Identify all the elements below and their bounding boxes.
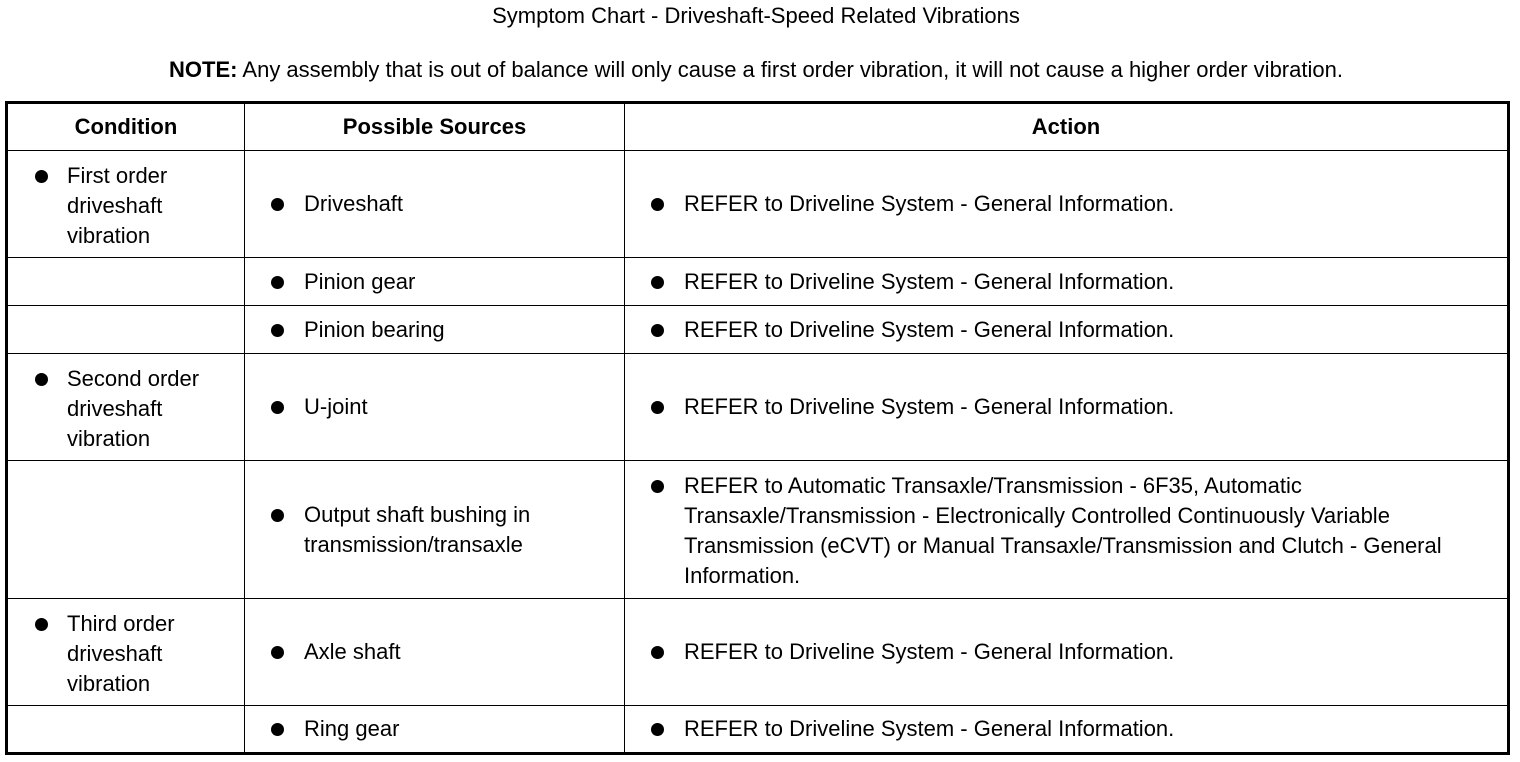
column-header-possible-sources: Possible Sources: [244, 102, 625, 151]
action-cell: REFER to Automatic Transaxle/Transmissio…: [624, 460, 1509, 599]
bullet-icon: [35, 373, 48, 386]
condition-cell: [6, 460, 245, 599]
bullet-icon: [35, 170, 48, 183]
action-cell: REFER to Driveline System - General Info…: [624, 353, 1509, 461]
table-row: Second order driveshaft vibration U-join…: [6, 353, 1509, 461]
source-cell: Driveshaft: [244, 150, 625, 258]
condition-cell: First order driveshaft vibration: [6, 150, 245, 258]
action-text: REFER to Automatic Transaxle/Transmissio…: [684, 473, 1442, 588]
source-cell: U-joint: [244, 353, 625, 461]
source-text: Pinion bearing: [304, 316, 445, 342]
table-row: Ring gear REFER to Driveline System - Ge…: [6, 705, 1509, 754]
source-cell: Pinion gear: [244, 257, 625, 306]
table-row: Output shaft bushing in transmission/tra…: [6, 460, 1509, 599]
table-row: Third order driveshaft vibration Axle sh…: [6, 598, 1509, 706]
bullet-icon: [651, 401, 664, 414]
bullet-icon: [271, 401, 284, 414]
column-header-condition: Condition: [6, 102, 245, 151]
condition-cell: Second order driveshaft vibration: [6, 353, 245, 461]
symptom-chart-table: Condition Possible Sources Action First …: [5, 101, 1510, 755]
bullet-icon: [271, 323, 284, 337]
source-text: Output shaft bushing in transmission/tra…: [304, 501, 531, 557]
source-text: U-joint: [304, 394, 368, 419]
action-text: REFER to Driveline System - General Info…: [684, 191, 1175, 216]
source-text: Ring gear: [304, 716, 400, 741]
source-cell: Output shaft bushing in transmission/tra…: [244, 460, 625, 599]
source-text: Pinion gear: [304, 268, 416, 294]
bullet-icon: [651, 723, 664, 736]
bullet-icon: [271, 646, 284, 659]
action-cell: REFER to Driveline System - General Info…: [624, 705, 1509, 754]
page-title: Symptom Chart - Driveshaft-Speed Related…: [492, 3, 1020, 28]
action-text: REFER to Driveline System - General Info…: [684, 716, 1175, 741]
bullet-icon: [651, 275, 664, 289]
action-text: REFER to Driveline System - General Info…: [684, 394, 1175, 419]
source-cell: Pinion bearing: [244, 305, 625, 354]
action-cell: REFER to Driveline System - General Info…: [624, 598, 1509, 706]
bullet-icon: [35, 618, 48, 631]
table-row: First order driveshaft vibration Drivesh…: [6, 150, 1509, 258]
condition-cell: Third order driveshaft vibration: [6, 598, 245, 706]
table-row: Pinion bearing REFER to Driveline System…: [6, 305, 1509, 354]
bullet-icon: [271, 198, 284, 211]
source-text: Axle shaft: [304, 639, 401, 664]
bullet-icon: [271, 723, 284, 736]
note: NOTE: Any assembly that is out of balanc…: [0, 57, 1512, 83]
note-label: NOTE:: [169, 57, 238, 82]
action-cell: REFER to Driveline System - General Info…: [624, 150, 1509, 258]
source-cell: Axle shaft: [244, 598, 625, 706]
table-header-row: Condition Possible Sources Action: [6, 102, 1509, 151]
bullet-icon: [271, 275, 284, 289]
action-text: REFER to Driveline System - General Info…: [684, 268, 1175, 294]
condition-text: Second order driveshaft vibration: [67, 366, 200, 451]
table-row: Pinion gear REFER to Driveline System - …: [6, 257, 1509, 306]
action-text: REFER to Driveline System - General Info…: [684, 639, 1175, 664]
bullet-icon: [651, 323, 664, 337]
source-text: Driveshaft: [304, 191, 404, 216]
condition-text: Third order driveshaft vibration: [67, 611, 175, 696]
source-cell: Ring gear: [244, 705, 625, 754]
action-cell: REFER to Driveline System - General Info…: [624, 305, 1509, 354]
column-header-action: Action: [624, 102, 1509, 151]
bullet-icon: [271, 508, 284, 522]
bullet-icon: [651, 646, 664, 659]
action-text: REFER to Driveline System - General Info…: [684, 316, 1175, 342]
condition-text: First order driveshaft vibration: [67, 163, 168, 248]
bullet-icon: [651, 480, 664, 493]
condition-cell: [6, 257, 245, 306]
condition-cell: [6, 305, 245, 354]
bullet-icon: [651, 198, 664, 211]
condition-cell: [6, 705, 245, 754]
note-text: Any assembly that is out of balance will…: [242, 57, 1343, 82]
action-cell: REFER to Driveline System - General Info…: [624, 257, 1509, 306]
